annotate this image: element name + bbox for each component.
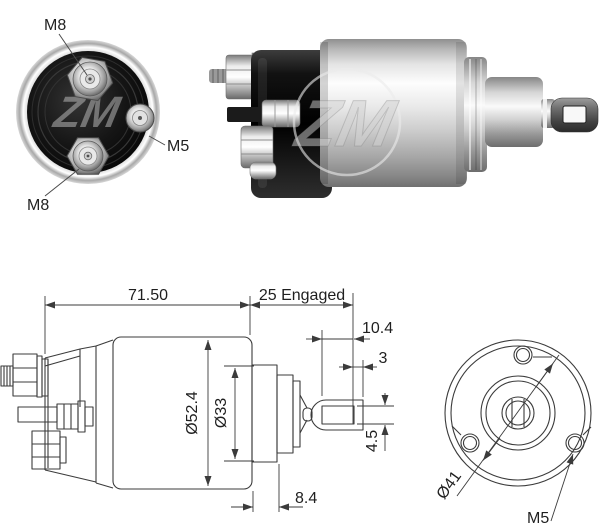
leader-m8-bottom: [44, 168, 80, 197]
front-cylinder: [485, 77, 543, 147]
label-m8-top: M8: [44, 17, 66, 34]
dim-body-length: 71.50: [128, 287, 168, 304]
product-photos: ZM M8 M5 M8: [16, 17, 599, 214]
middle-terminal: [261, 99, 301, 128]
side-view-outline: [0, 336, 364, 490]
dim-fork-tip-width: 3: [379, 350, 388, 367]
label-m5: M5: [167, 138, 189, 155]
dim-arrow: [535, 363, 554, 388]
dimension-drawing: 71.50 25 Engaged 10.4 3 Ø52.4 Ø33 4.5: [0, 287, 592, 527]
rod-highlight: [543, 99, 547, 128]
lower-terminal-bolt: [240, 125, 277, 180]
dim-bolt-circle-diameter: Ø41: [434, 468, 466, 503]
end-view-photo: ZM M8 M5 M8: [16, 17, 189, 214]
side-view-photo: ZM: [209, 39, 599, 198]
dim-plunger-engaged: 25 Engaged: [259, 287, 345, 304]
leader-m5: [148, 135, 166, 146]
dim-front-collar-diameter: Ø33: [213, 398, 230, 428]
terminal-m8-top: [66, 56, 114, 102]
terminal-m5-side: [125, 103, 155, 133]
dim-mounting-thread: M5: [527, 510, 549, 527]
mounting-hole-top: [513, 345, 552, 365]
mounting-hole-bottom-left: [451, 425, 480, 453]
solenoid-body-cylinder: [320, 39, 467, 187]
dim-flange-to-collar: 8.4: [295, 490, 317, 507]
body-right-shadow: [456, 42, 466, 184]
mounting-hole-bottom-right: [565, 426, 592, 453]
leader-m8-top: [58, 33, 88, 76]
plunger-fork-eye: [550, 97, 599, 133]
svg-text:ZM: ZM: [288, 88, 402, 161]
spade-terminal-tab: [227, 107, 263, 122]
body-left-shadow: [320, 42, 328, 184]
dim-fork-slot-depth: 10.4: [362, 320, 393, 337]
dim-body-diameter: Ø52.4: [184, 391, 201, 435]
label-m8-bottom: M8: [27, 197, 49, 214]
terminal-m8-bottom: [66, 137, 110, 175]
dim-fork-slot-height: 4.5: [364, 430, 381, 452]
leader-mounting-thread: [550, 453, 574, 522]
side-view-dimensions: 71.50 25 Engaged 10.4 3 Ø52.4 Ø33 4.5: [44, 287, 394, 512]
zm-watermark-side-view: ZM: [288, 67, 403, 177]
end-view-outline: [444, 339, 592, 487]
dim-arrow: [482, 437, 501, 461]
grooved-collar: [464, 57, 487, 172]
